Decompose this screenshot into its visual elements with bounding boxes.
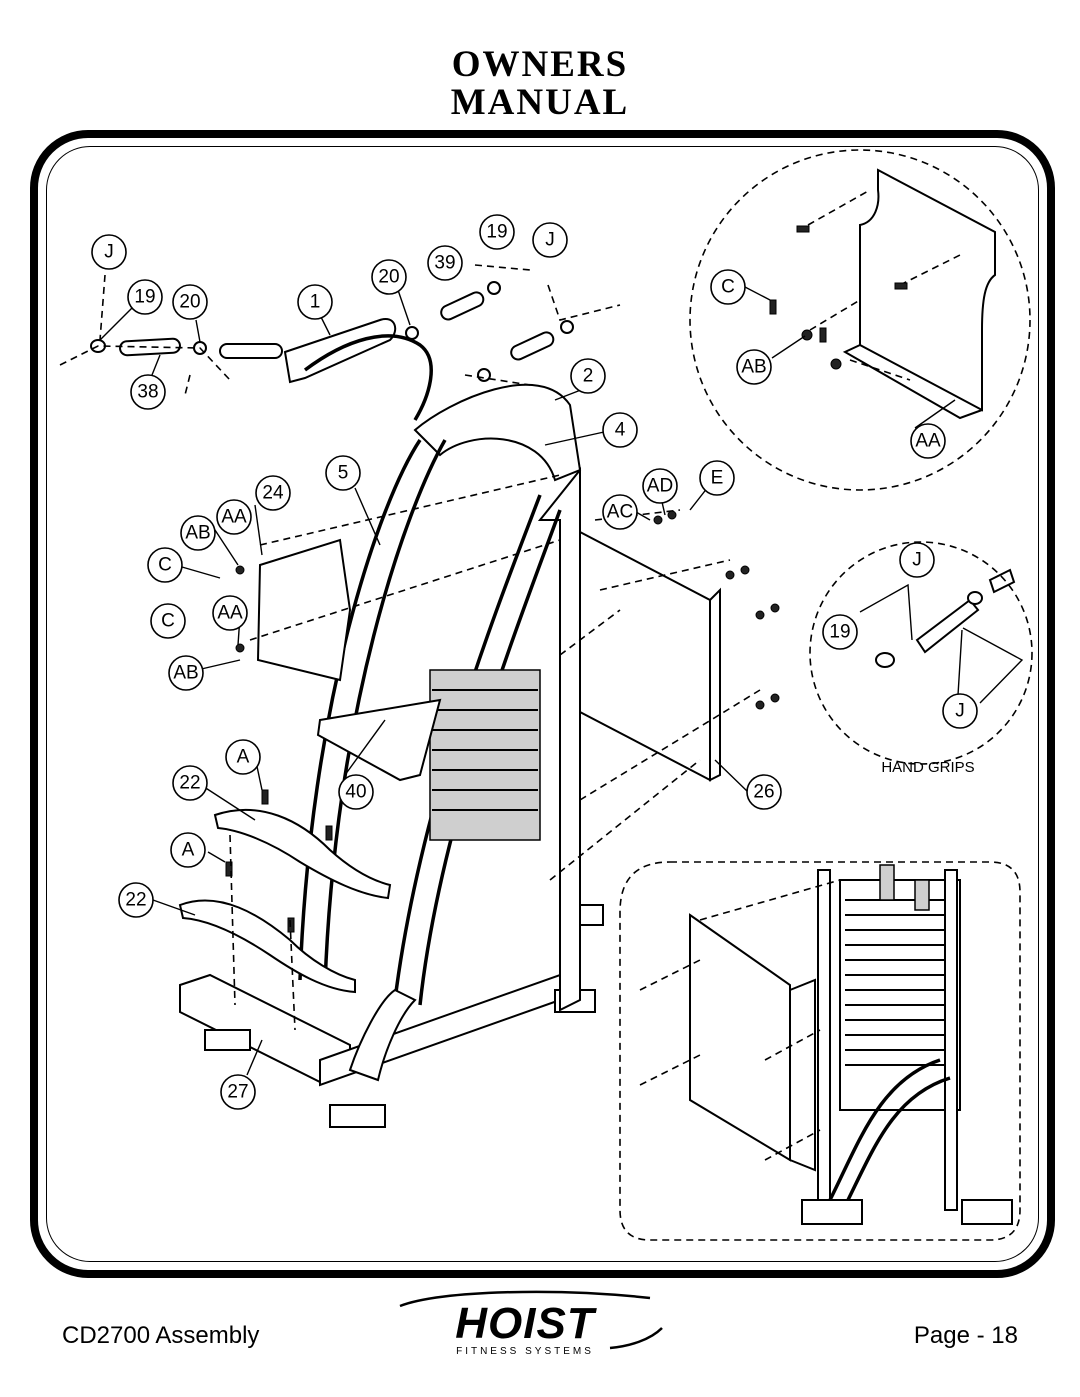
svg-text:38: 38 (137, 382, 158, 403)
svg-text:AB: AB (173, 663, 198, 684)
svg-text:22: 22 (179, 773, 200, 794)
svg-text:J: J (545, 230, 555, 251)
svg-text:2: 2 (583, 366, 594, 387)
callout-c2: C (150, 603, 186, 639)
callout-26: 26 (746, 774, 782, 810)
hoist-logo: HOIST FITNESS SYSTEMS (399, 1290, 663, 1357)
callout-aa3: AA (910, 423, 946, 459)
callout-ab3: AB (736, 349, 772, 385)
callout-ad: AD (642, 468, 678, 504)
detail-box-weight-stack (619, 861, 1021, 1241)
diagram-frame-inner (46, 146, 1039, 1262)
svg-text:4: 4 (615, 420, 626, 441)
svg-text:J: J (955, 701, 965, 722)
callout-4: 4 (602, 412, 638, 448)
callout-e: E (699, 460, 735, 496)
svg-text:AA: AA (221, 507, 247, 528)
callout-38: 38 (130, 374, 166, 410)
callout-20b: 20 (371, 259, 407, 295)
svg-text:J: J (104, 242, 114, 263)
callout-c1: C (147, 547, 183, 583)
callout-22b: 22 (118, 882, 154, 918)
callout-ab2: AB (168, 655, 204, 691)
svg-text:39: 39 (434, 253, 455, 274)
callout-19c: 19 (822, 614, 858, 650)
main-machine-frame (59, 264, 956, 1128)
svg-text:26: 26 (753, 782, 774, 803)
svg-text:20: 20 (179, 292, 200, 313)
callout-19a: 19 (127, 279, 163, 315)
svg-text:40: 40 (345, 782, 366, 803)
callout-39: 39 (427, 245, 463, 281)
footer-page-number: Page - 18 (913, 1322, 1018, 1349)
callout-j4: J (942, 693, 978, 729)
callout-c3: C (710, 269, 746, 305)
svg-text:A: A (237, 747, 250, 768)
callout-2: 2 (570, 358, 606, 394)
callout-a2: A (170, 832, 206, 868)
page-title-line1: OWNERS (451, 44, 629, 85)
svg-text:1: 1 (310, 292, 321, 313)
detail-circle-hand-grips (809, 541, 1033, 765)
callout-19b: 19 (479, 214, 515, 250)
svg-text:22: 22 (125, 890, 146, 911)
callout-20a: 20 (172, 284, 208, 320)
detail-circle-shroud (689, 149, 1031, 491)
page-title-line2: MANUAL (450, 82, 630, 123)
svg-text:E: E (711, 468, 724, 489)
logo-subtitle: FITNESS SYSTEMS (456, 1346, 594, 1357)
svg-text:19: 19 (829, 622, 850, 643)
svg-text:C: C (161, 611, 175, 632)
svg-text:AA: AA (915, 431, 941, 452)
callout-1: 1 (297, 284, 333, 320)
hand-grips-label: HAND GRIPS (881, 759, 974, 776)
callout-j2: J (532, 222, 568, 258)
callout-a1: A (225, 739, 261, 775)
callout-aa1: AA (216, 499, 252, 535)
svg-text:19: 19 (134, 287, 155, 308)
svg-text:AD: AD (647, 476, 673, 497)
svg-text:AB: AB (741, 357, 766, 378)
svg-text:AA: AA (217, 603, 243, 624)
diagram-frame-outer (30, 130, 1055, 1278)
svg-text:C: C (721, 277, 735, 298)
svg-text:AC: AC (607, 502, 633, 523)
svg-text:J: J (912, 550, 922, 571)
callout-j3: J (899, 542, 935, 578)
callout-aa2: AA (212, 595, 248, 631)
callout-22a: 22 (172, 765, 208, 801)
svg-text:C: C (158, 555, 172, 576)
svg-text:24: 24 (262, 483, 284, 504)
callout-j1: J (91, 234, 127, 270)
svg-text:A: A (182, 840, 195, 861)
svg-text:AB: AB (185, 523, 210, 544)
svg-text:19: 19 (486, 222, 507, 243)
callout-ab1: AB (180, 515, 216, 551)
callout-40: 40 (338, 774, 374, 810)
logo-wordmark: HOIST (455, 1299, 597, 1348)
callout-5: 5 (325, 455, 361, 491)
svg-text:20: 20 (378, 267, 399, 288)
callout-27: 27 (220, 1074, 256, 1110)
svg-text:5: 5 (338, 463, 349, 484)
callout-ac: AC (602, 494, 638, 530)
svg-text:27: 27 (227, 1082, 248, 1103)
callout-24: 24 (255, 475, 291, 511)
footer-model-assembly: CD2700 Assembly (62, 1322, 260, 1349)
